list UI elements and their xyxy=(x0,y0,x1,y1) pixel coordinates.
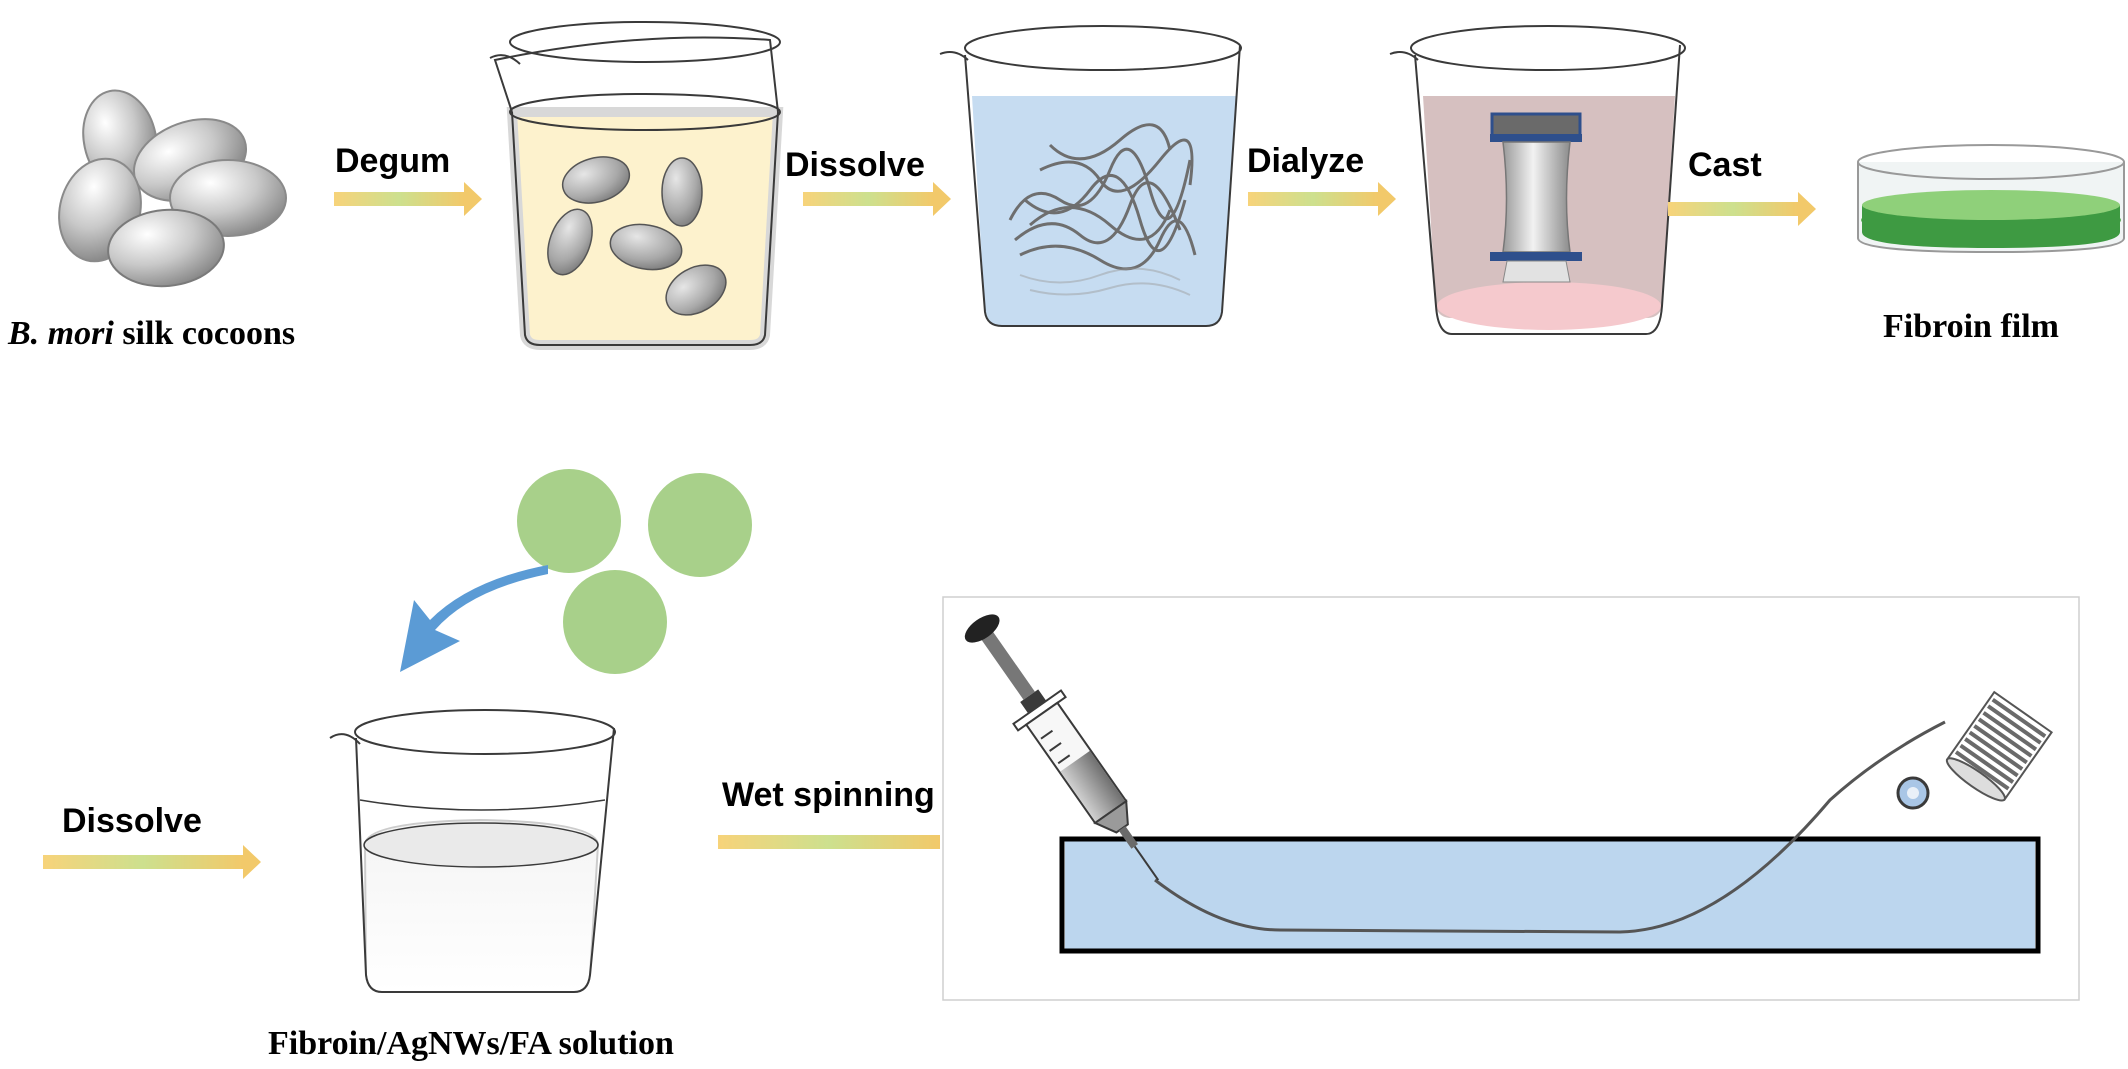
step-label-wet-spinning: Wet spinning xyxy=(722,776,935,814)
curved-arrow-icon xyxy=(400,565,548,672)
dialysis-cassette-icon xyxy=(1490,112,1582,283)
collector-drum-icon xyxy=(1945,690,2054,802)
cocoons-label: B. mori silk cocoons xyxy=(7,315,295,352)
step-label-degum: Degum xyxy=(335,142,450,180)
wet-spinning-setup xyxy=(942,596,2080,1001)
solution-beaker xyxy=(329,709,616,993)
coagulation-bath xyxy=(1059,836,2041,954)
silk-cocoons-icon xyxy=(58,89,287,288)
degum-beaker xyxy=(489,21,784,350)
petri-dish-icon xyxy=(1857,144,2125,254)
arrow-cast xyxy=(1668,192,1816,226)
arrow-dialyze xyxy=(1248,182,1396,216)
step-label-cast: Cast xyxy=(1688,146,1762,184)
dialyze-beaker xyxy=(1389,25,1686,335)
silk-fibers-icon xyxy=(1008,123,1197,271)
arrow-dissolve-top xyxy=(803,182,951,216)
step-label-dissolve-top: Dissolve xyxy=(785,146,925,184)
solution-label: Fibroin/AgNWs/FA solution xyxy=(268,1025,674,1062)
arrow-wet-spinning xyxy=(718,835,940,849)
spun-fiber xyxy=(1154,720,1946,934)
guide-roller-icon xyxy=(1896,776,1930,810)
dissolve-beaker xyxy=(939,25,1242,327)
agnw-particles-icon xyxy=(517,469,752,674)
step-label-dissolve-bottom: Dissolve xyxy=(62,802,202,840)
arrow-degum xyxy=(334,182,482,216)
fibroin-film-label: Fibroin film xyxy=(1883,308,2059,345)
step-label-dialyze: Dialyze xyxy=(1247,142,1364,180)
degummed-fibroin-icon xyxy=(547,156,727,316)
syringe-icon xyxy=(964,614,1160,881)
arrow-dissolve-bottom xyxy=(43,845,261,879)
